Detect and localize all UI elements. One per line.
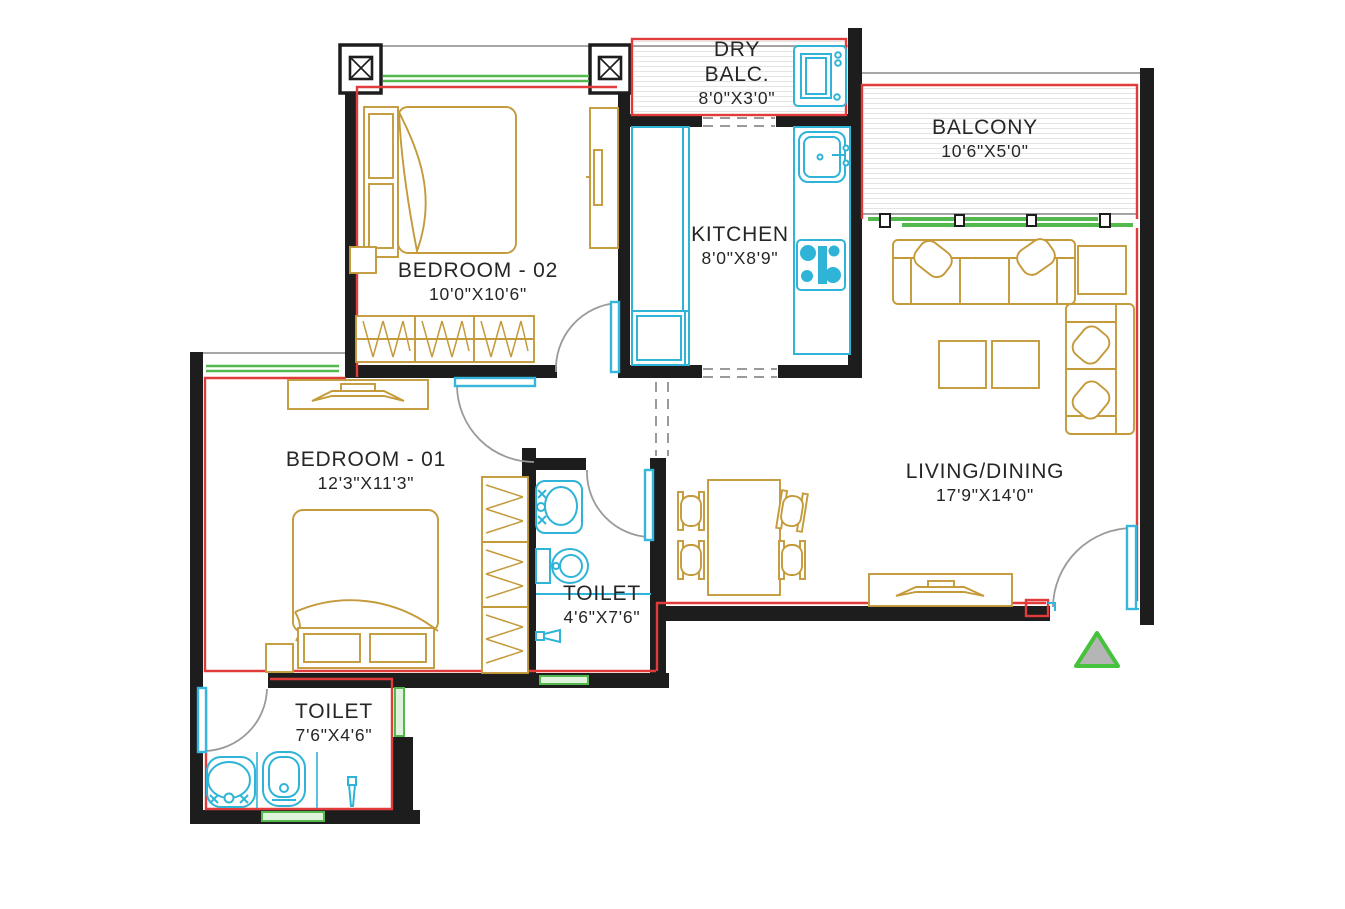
toilet-common-vent [539, 675, 589, 685]
room-label-balcony: BALCONY 10'6"X5'0" [932, 115, 1038, 163]
room-dimensions: 7'6"X4'6" [295, 725, 373, 745]
bedroom-01-dresser-icon [287, 379, 429, 410]
room-dimensions: 17'9"X14'0" [936, 485, 1034, 505]
windows [206, 74, 1133, 822]
room-label-living-dining: LIVING/DINING 17'9"X14'0" [906, 459, 1065, 507]
room-name: KITCHEN [691, 223, 789, 246]
toilet-attached-washbasin-icon [206, 756, 256, 808]
room-dimensions: 10'0"X10'6" [429, 284, 527, 304]
room-label-dry-balcony: DRY BALC. 8'0"X3'0" [681, 37, 793, 110]
dining-chair-icon [775, 489, 809, 533]
sliding-window-brackets [879, 213, 1111, 228]
toilet-common-door [586, 468, 655, 542]
coffee-table-icon [938, 340, 987, 389]
room-name: BALCONY [932, 116, 1038, 139]
room-dimensions: 4'6"X7'6" [563, 607, 641, 627]
bedroom-02-bed-icon [349, 106, 517, 274]
toilet-common-shower-icon [535, 628, 561, 644]
room-label-toilet-common: TOILET 4'6"X7'6" [563, 581, 641, 629]
side-table-icon [265, 643, 294, 673]
furniture [265, 106, 1135, 674]
room-label-kitchen: KITCHEN 8'0"X8'9" [691, 222, 789, 270]
toilet-attached-vent [261, 811, 325, 822]
toilet-attached-wc-icon [262, 751, 306, 807]
doors [196, 300, 1139, 754]
bedroom-02-window [383, 74, 589, 83]
room-label-bedroom-01: BEDROOM - 01 12'3"X11'3" [286, 447, 446, 495]
room-name: DRY BALC. [704, 38, 770, 86]
toilet-attached-side-vent [394, 687, 405, 737]
entry-arrow-icon [1074, 631, 1120, 668]
coffee-table-icon [991, 340, 1040, 389]
room-label-toilet-attached: TOILET 7'6"X4'6" [295, 699, 373, 747]
bedroom-01-wardrobe-icon [481, 476, 529, 674]
hob-icon [796, 239, 846, 291]
toilet-attached-dividers [256, 752, 318, 808]
kitchen-counter-icon [631, 126, 851, 355]
room-dimensions: 10'6"X5'0" [941, 141, 1029, 161]
sofa-2-seater-icon [1065, 303, 1135, 435]
column-x-icon [338, 43, 632, 95]
room-dimensions: 8'0"X3'0" [698, 88, 776, 108]
bedroom-02-door [555, 300, 621, 374]
room-name: BEDROOM - 01 [285, 448, 447, 471]
refrigerator-icon [631, 310, 690, 366]
room-label-bedroom-02: BEDROOM - 02 10'0"X10'6" [398, 258, 558, 306]
kitchen-sink-icon [798, 131, 850, 183]
side-table-icon [349, 246, 377, 274]
bedroom-02-wardrobe-icon [355, 315, 535, 363]
bedroom-01-door [453, 376, 537, 463]
side-table-icon [1077, 245, 1127, 295]
main-entrance-door [1048, 524, 1139, 611]
toilet-common-washbasin-icon [535, 480, 583, 534]
dining-table-icon [707, 479, 781, 596]
bedroom-01-bed-icon [265, 509, 439, 673]
room-name: TOILET [563, 582, 641, 605]
room-name: BEDROOM - 02 [397, 259, 559, 282]
sliding-window-icon [868, 217, 1133, 227]
room-dimensions: 8'0"X8'9" [701, 248, 779, 268]
dining-chair-icon [677, 540, 705, 580]
dining-chair-icon [778, 540, 806, 580]
bedroom-02-dresser-icon [586, 107, 619, 249]
washing-machine-icon [793, 45, 847, 107]
balcony-hatch [864, 88, 1136, 216]
fixtures [206, 45, 851, 808]
dining-chair-icon [677, 491, 705, 531]
toilet-attached-door [196, 686, 268, 754]
tv-unit-icon [868, 573, 1013, 607]
room-dimensions: 12'3"X11'3" [317, 473, 415, 493]
sofa-3-seater-icon [892, 238, 1076, 305]
opening-dashed-lines [655, 117, 777, 456]
room-name: TOILET [295, 700, 373, 723]
toilet-attached-shower-icon [347, 776, 357, 807]
bedroom-01-vent-window [206, 364, 339, 373]
room-name: LIVING/DINING [905, 460, 1065, 483]
toilet-common-wc-icon [535, 548, 589, 584]
